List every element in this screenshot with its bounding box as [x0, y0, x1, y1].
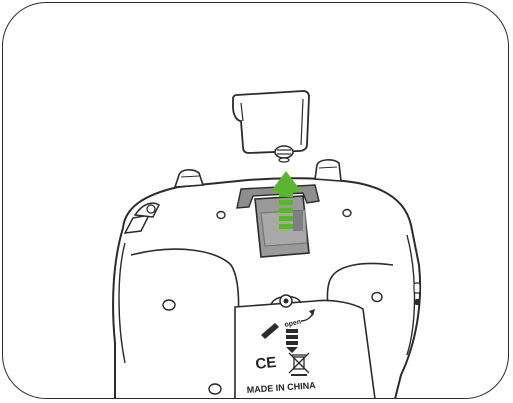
battery-cover: [232, 90, 310, 163]
left-bumper: [173, 169, 205, 188]
screw-icon: [274, 145, 294, 163]
screwdriver-icon: [261, 309, 315, 339]
back-door: [234, 299, 376, 398]
up-arrow-icon: [271, 171, 301, 229]
crossed-bin-icon: [288, 352, 310, 376]
body-edge-right: [406, 234, 416, 356]
side-buttons-left: [123, 202, 160, 234]
body-edge-left: [118, 242, 126, 364]
right-bumper: [314, 159, 342, 182]
ce-mark-icon: CE: [255, 354, 278, 373]
device-diagram: open CE MADE IN CHINA: [112, 90, 422, 398]
made-in-label: MADE IN CHINA: [246, 380, 316, 395]
side-buttons-right: [413, 282, 421, 305]
open-label: open: [284, 319, 302, 329]
battery-icon: [286, 329, 298, 353]
figure-frame: open CE MADE IN CHINA: [2, 2, 509, 399]
door-screw-icon: [279, 294, 293, 308]
